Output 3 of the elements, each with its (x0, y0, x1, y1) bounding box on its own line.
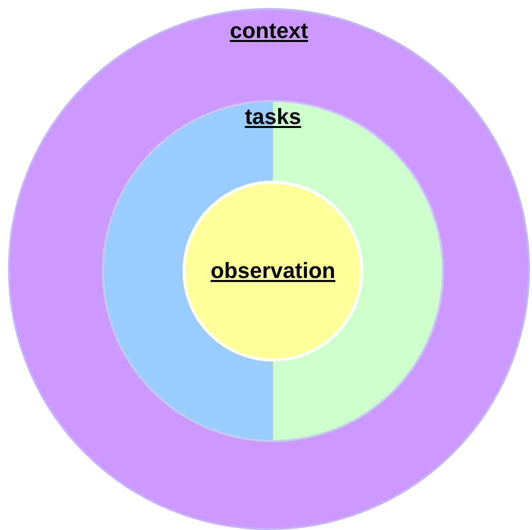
circle-label: context (230, 18, 308, 44)
circle-label: tasks (244, 104, 302, 130)
circle-label: observation (210, 258, 336, 284)
